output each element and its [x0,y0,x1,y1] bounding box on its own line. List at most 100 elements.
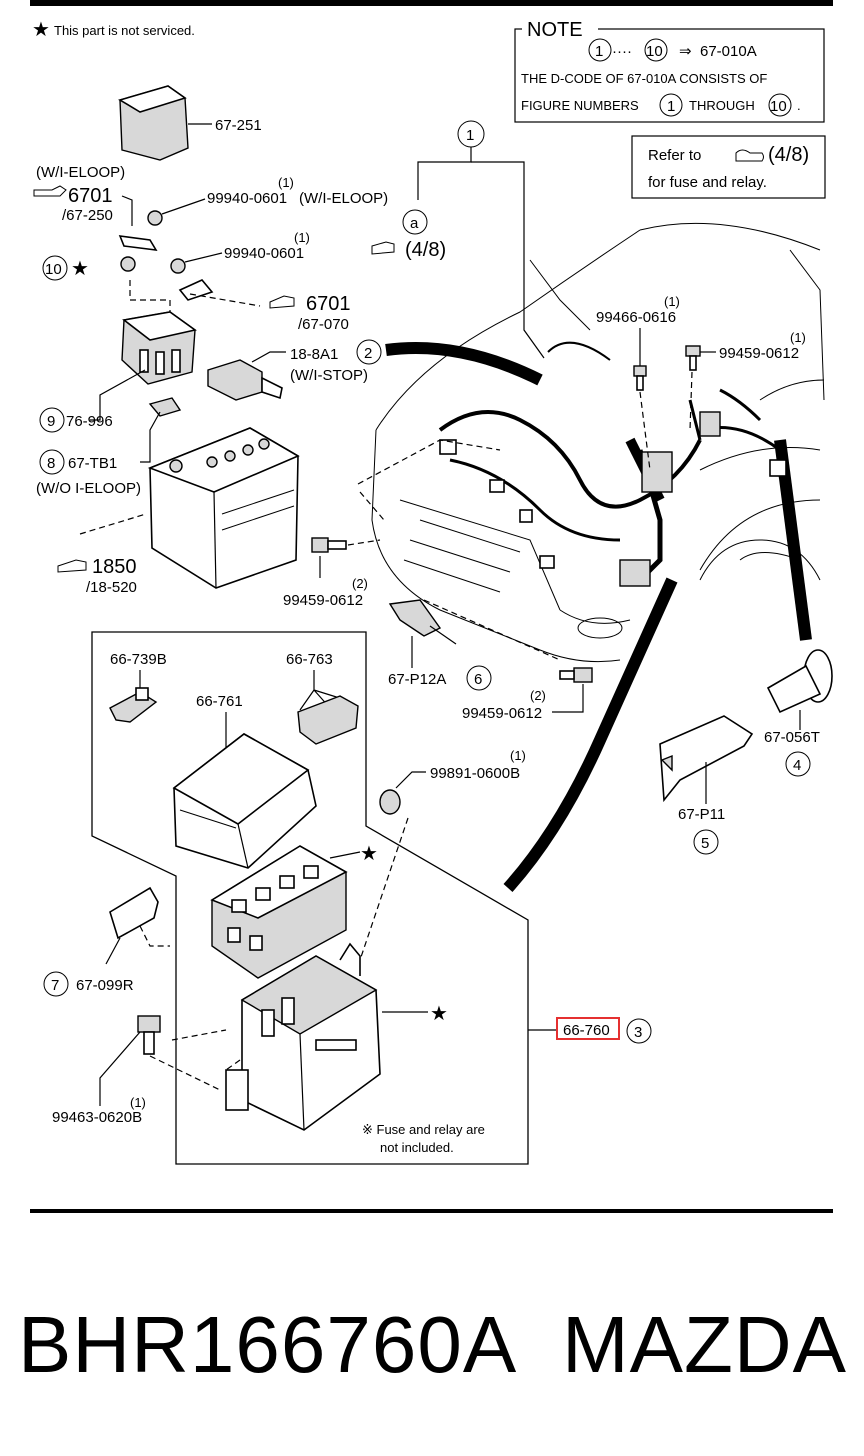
bolt-shape-b [685,345,701,371]
label-99459-0612-a-qty: (1) [790,330,806,345]
nut-shape-a [147,210,163,226]
clip-shape [379,789,401,815]
note-arrow: ⇒ [679,43,692,60]
battery-shape [147,427,300,589]
label-18-8a1: 18-8A1 [290,346,338,363]
relay-clip-shape [109,687,158,723]
terminal-cover-shape [118,85,212,161]
part-number: BHR166760A [18,1300,518,1389]
connector-p12a-shape [388,599,457,645]
label-99459-0612-b-qty: (2) [352,576,368,591]
note-title: NOTE [527,19,583,41]
fusible-link-shape [121,311,197,385]
callout-7: 7 [51,977,59,994]
fuse-note-line2: not included. [380,1140,454,1155]
label-99940-0601-a-note: (W/I-ELOOP) [299,190,388,207]
bolt-shape-e [137,1015,161,1055]
pointing-hand-icon-c [57,559,87,573]
label-wi-eloop-top: (W/I-ELOOP) [36,164,125,181]
bottom-rule [30,1209,833,1213]
label-76-996: 76-996 [66,413,113,430]
label-99466-0616: 99466-0616 [596,309,676,326]
top-rule [30,0,833,6]
note-line2c: . [797,98,801,113]
label-67-tb1: 67-TB1 [68,455,117,472]
label-ref-6701-a: 6701 [68,185,113,207]
label-99463-0620b: 99463-0620B [52,1109,142,1126]
label-66-760: 66-760 [563,1022,610,1039]
bracket-shape [118,235,158,251]
label-67-p11: 67-P11 [678,806,725,823]
note-code: 67-010A [700,43,757,60]
label-ref-6701-b: 6701 [306,293,351,315]
label-ref-1850: 1850 [92,556,137,578]
label-ref-18-520: /18-520 [86,579,137,596]
highlight-box-66-760 [556,1017,620,1040]
callout-3: 3 [634,1024,642,1041]
label-67-251: 67-251 [215,117,262,134]
callout-5: 5 [701,835,709,852]
fuse-box-housing-shape [225,942,381,1131]
fusebox-cover-shape [172,733,317,869]
note-line2a: FIGURE NUMBERS [521,98,639,113]
note-line2-num1: 1 [667,98,675,115]
relay-block-shape [210,845,348,979]
bracket-shape-b [178,279,214,301]
label-99940-0601-a: 99940-0601 [207,190,287,207]
note-line2-num10: 10 [770,98,787,115]
label-99459-0612-a: 99459-0612 [719,345,799,362]
label-99940-0601-b: 99940-0601 [224,245,304,262]
header-note-text: This part is not serviced. [54,23,195,38]
refer-line1b: (4/8) [768,144,809,166]
label-67-099r: 67-099R [76,977,134,994]
header-note: ★ This part is not serviced. [32,19,195,41]
relay-shape [109,886,159,940]
label-ref-67-250: /67-250 [62,207,113,224]
refer-line2: for fuse and relay. [648,174,767,191]
note-line2b: THROUGH [689,98,755,113]
label-wi-stop: (W/I-STOP) [290,367,368,384]
callout-1: 1 [466,127,474,144]
battery-sensor-shape [207,359,283,401]
pointing-hand-icon-b [269,295,295,309]
callout-9: 9 [47,413,55,430]
star-icon-10: ★ [71,258,89,280]
label-99459-0612-c: 99459-0612 [462,705,542,722]
label-66-763: 66-763 [286,651,333,668]
label-ref-4-8: (4/8) [405,239,446,261]
pointing-hand-icon-d [371,241,395,255]
label-99459-0612-b: 99459-0612 [283,592,363,609]
brand-name: MAZDA [562,1300,847,1389]
book-icon [735,149,764,162]
callout-a: a [410,215,419,232]
fuse-pack-shape [297,695,359,745]
callout-6: 6 [474,671,482,688]
fusebox-frame [91,631,529,1165]
note-ellipsis: ···· [612,43,632,60]
note-line1: THE D-CODE OF 67-010A CONSISTS OF [521,71,767,86]
nut-shape-c [120,256,136,272]
car-body-shape [371,222,825,663]
pointing-hand-icon [33,185,67,197]
note-box: NOTE 1 ···· 10 ⇒ 67-010A THE D-CODE OF 6… [514,18,825,123]
label-67-p12a: 67-P12A [388,671,446,688]
protector-shape [659,715,754,803]
bolt-shape-d [559,667,593,683]
label-99463-0620b-qty: (1) [130,1095,146,1110]
label-99891-0600b: 99891-0600B [430,765,520,782]
refer-box: Refer to (4/8) for fuse and relay. [631,135,826,199]
note-range-end: 10 [646,43,663,60]
fuse-note-line1: ※ Fuse and relay are [362,1122,485,1137]
label-66-739b: 66-739B [110,651,167,668]
callout-10: 10 [45,261,62,278]
callout-8: 8 [47,455,55,472]
label-67-056t: 67-056T [764,729,820,746]
callout-2: 2 [364,345,372,362]
refer-line1a: Refer to [648,147,701,164]
callout-4: 4 [793,757,801,774]
star-icon-relay-block: ★ [360,843,378,865]
battery-terminal-shape [148,397,182,417]
wire-harness-shape [385,341,812,893]
star-icon-housing: ★ [430,1003,448,1025]
